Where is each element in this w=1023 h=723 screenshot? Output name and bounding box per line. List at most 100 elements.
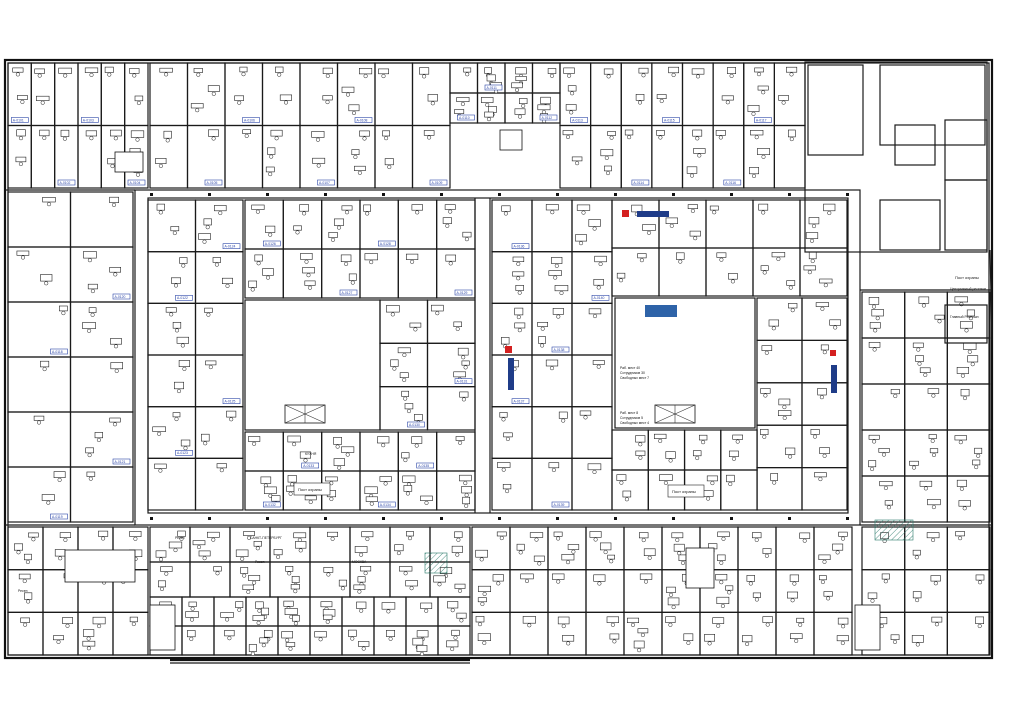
desk (405, 580, 418, 587)
room-tag[interactable] (112, 293, 131, 300)
room-tag[interactable] (175, 294, 193, 301)
office-cell (799, 247, 848, 297)
room-tag[interactable] (262, 501, 281, 508)
room-tag[interactable] (112, 458, 131, 465)
chair (357, 170, 362, 175)
chair (164, 72, 169, 77)
chair (501, 417, 506, 422)
room-tag[interactable] (551, 346, 570, 353)
desk (459, 474, 472, 482)
room-tag[interactable] (407, 421, 425, 428)
room-tag[interactable] (429, 179, 448, 186)
desk (966, 309, 975, 317)
room-tag[interactable] (454, 289, 473, 296)
room-tag[interactable] (175, 449, 193, 456)
room-tag[interactable] (631, 179, 650, 186)
desk (109, 417, 121, 423)
room-tag[interactable] (754, 117, 772, 123)
room-tag[interactable] (662, 117, 680, 123)
room-tag-label: A-0140 (594, 296, 605, 300)
room-tag[interactable] (511, 398, 530, 405)
desk (693, 148, 706, 154)
office-cell (436, 199, 476, 250)
desk (324, 476, 338, 482)
column (730, 517, 733, 520)
room-tag-label: A-0104 (130, 181, 141, 185)
desk (405, 253, 419, 260)
desk (82, 322, 96, 329)
chair (561, 624, 566, 629)
desk (915, 355, 924, 362)
room-tag[interactable] (339, 289, 358, 296)
room-tag[interactable] (354, 117, 373, 123)
chair (782, 415, 787, 420)
desk (24, 592, 33, 600)
chair (427, 135, 432, 140)
central-reception: Центральный ресепшн (950, 287, 986, 291)
chair (112, 422, 118, 427)
chair (596, 285, 601, 290)
chair (369, 501, 374, 506)
desk (919, 367, 931, 373)
room-tag[interactable] (204, 179, 223, 186)
desk (616, 272, 626, 279)
desk (82, 640, 96, 647)
desk (158, 580, 166, 588)
desk (394, 544, 404, 552)
chair (283, 100, 289, 105)
chair (716, 623, 721, 628)
desk (222, 277, 233, 285)
chair (638, 442, 643, 447)
room-tag[interactable] (457, 114, 475, 121)
chair (764, 350, 769, 355)
office-cell (69, 301, 134, 358)
desk (717, 554, 726, 561)
room-tag[interactable] (57, 179, 76, 186)
outer-walls (3, 58, 994, 664)
chair (176, 389, 182, 394)
room-tag[interactable] (377, 240, 396, 247)
room-tag[interactable] (539, 114, 558, 121)
column (266, 193, 269, 196)
room-tag[interactable] (127, 179, 146, 186)
room-tag[interactable] (262, 240, 281, 247)
room-tag[interactable] (222, 398, 241, 405)
chair (114, 368, 119, 373)
chair (174, 417, 179, 422)
room-tag-label: A-0128 (380, 242, 391, 246)
desk (558, 411, 568, 419)
room-tag[interactable] (242, 117, 260, 123)
chair (881, 452, 887, 457)
chair (719, 257, 724, 262)
chair (583, 415, 588, 420)
chair (792, 581, 797, 586)
room-tag[interactable] (511, 243, 530, 249)
room-tag[interactable] (377, 501, 396, 508)
desk (292, 615, 300, 622)
desk (819, 278, 833, 284)
room-tag[interactable] (11, 117, 29, 123)
room-tag[interactable] (484, 84, 503, 91)
desk (955, 531, 965, 537)
room-tag[interactable] (301, 462, 320, 469)
chair (540, 343, 545, 348)
room-tag[interactable] (591, 294, 610, 301)
room-tag[interactable] (317, 179, 335, 186)
chair (169, 312, 174, 317)
room-tag[interactable] (50, 513, 68, 520)
chair (208, 365, 213, 370)
room-tag[interactable] (570, 117, 588, 123)
chair (977, 580, 983, 585)
room-tag[interactable] (551, 501, 570, 508)
room-tag[interactable] (723, 179, 742, 186)
chair (668, 592, 674, 597)
room-tag[interactable] (416, 462, 435, 469)
desk (554, 285, 569, 292)
room-tag[interactable] (222, 243, 241, 249)
room-tag[interactable] (81, 117, 99, 123)
chair (818, 477, 823, 482)
desk (129, 68, 140, 74)
room-tag[interactable] (50, 348, 68, 355)
room-tag[interactable] (454, 378, 473, 385)
